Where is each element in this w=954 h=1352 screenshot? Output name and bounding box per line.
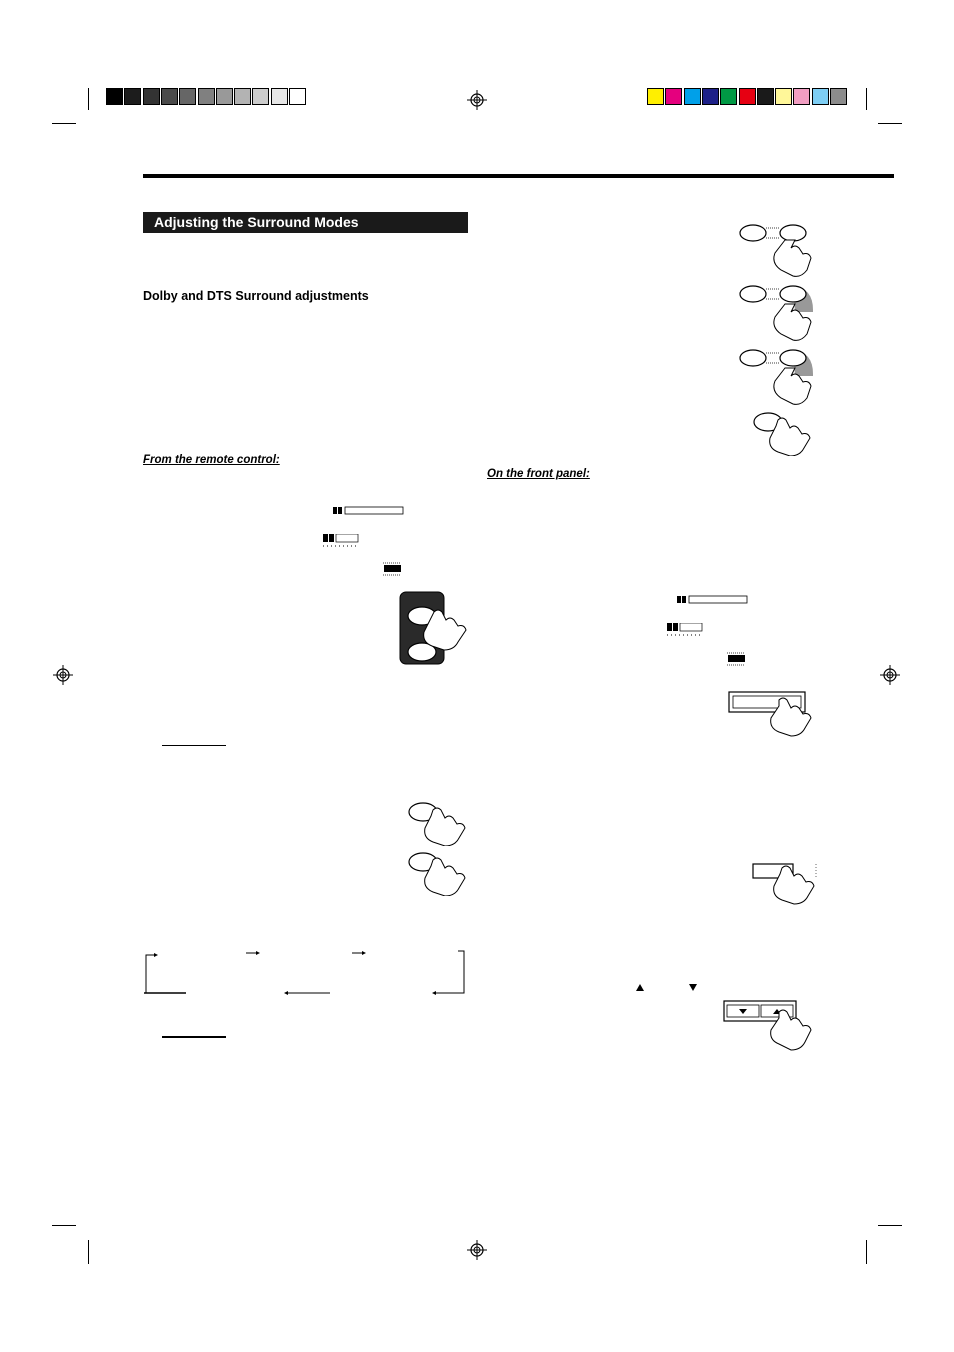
down-arrow-icon xyxy=(689,984,697,991)
color-swatch xyxy=(289,88,306,105)
crop-mark xyxy=(52,1225,76,1226)
color-swatch xyxy=(215,88,233,105)
color-swatch xyxy=(179,88,197,105)
color-swatch xyxy=(106,88,123,105)
dolby-digital-logo-icon xyxy=(667,623,703,636)
button-press-illustration xyxy=(739,224,812,277)
up-down-button-illustration xyxy=(723,1000,812,1051)
crop-mark xyxy=(878,123,902,124)
remote-control-heading: From the remote control: xyxy=(143,454,280,466)
header-rule xyxy=(143,174,894,178)
registration-mark-icon xyxy=(53,665,73,685)
button-press-illustration xyxy=(408,802,466,846)
color-swatch xyxy=(701,88,719,105)
color-swatch xyxy=(720,88,738,105)
dts-logo-icon xyxy=(727,652,745,666)
crop-mark xyxy=(88,1240,89,1264)
color-swatch xyxy=(252,88,270,105)
section-title: Adjusting the Surround Modes xyxy=(143,212,468,233)
front-panel-button-illustration xyxy=(752,863,817,905)
color-swatch xyxy=(665,88,683,105)
color-swatch xyxy=(683,88,701,105)
divider-line xyxy=(162,1036,226,1038)
front-panel-button-illustration xyxy=(728,691,812,737)
crop-mark xyxy=(866,1240,867,1264)
registration-mark-icon xyxy=(880,665,900,685)
color-swatch xyxy=(142,88,160,105)
color-swatch xyxy=(775,88,793,105)
section-subtitle: Dolby and DTS Surround adjustments xyxy=(143,289,369,303)
divider-line xyxy=(162,745,226,746)
button-press-illustration xyxy=(408,852,466,896)
registration-mark-icon xyxy=(467,90,487,110)
button-press-illustration xyxy=(739,285,813,341)
crop-mark xyxy=(52,123,76,124)
color-swatch xyxy=(160,88,178,105)
remote-control-button-illustration xyxy=(399,591,467,665)
button-press-illustration xyxy=(739,349,813,405)
button-press-illustration xyxy=(753,412,811,456)
dts-logo-icon xyxy=(383,562,401,576)
color-swatch xyxy=(793,88,811,105)
color-swatch xyxy=(197,88,215,105)
crop-mark xyxy=(88,88,89,110)
up-arrow-icon xyxy=(636,984,644,991)
dolby-digital-logo-icon xyxy=(323,534,359,547)
mode-cycle-diagram xyxy=(144,950,465,995)
color-swatch xyxy=(234,88,252,105)
registration-mark-icon xyxy=(467,1240,487,1260)
color-swatch xyxy=(647,88,664,105)
color-swatch xyxy=(124,88,142,105)
color-swatch xyxy=(270,88,288,105)
color-swatch xyxy=(811,88,829,105)
color-swatch xyxy=(756,88,774,105)
crop-mark xyxy=(878,1225,902,1226)
crop-mark xyxy=(866,88,867,110)
color-swatch xyxy=(738,88,756,105)
front-panel-heading: On the front panel: xyxy=(487,468,590,480)
dolby-pro-logic-logo-icon xyxy=(333,506,404,515)
color-swatch xyxy=(830,88,847,105)
dolby-pro-logic-logo-icon xyxy=(677,595,748,604)
